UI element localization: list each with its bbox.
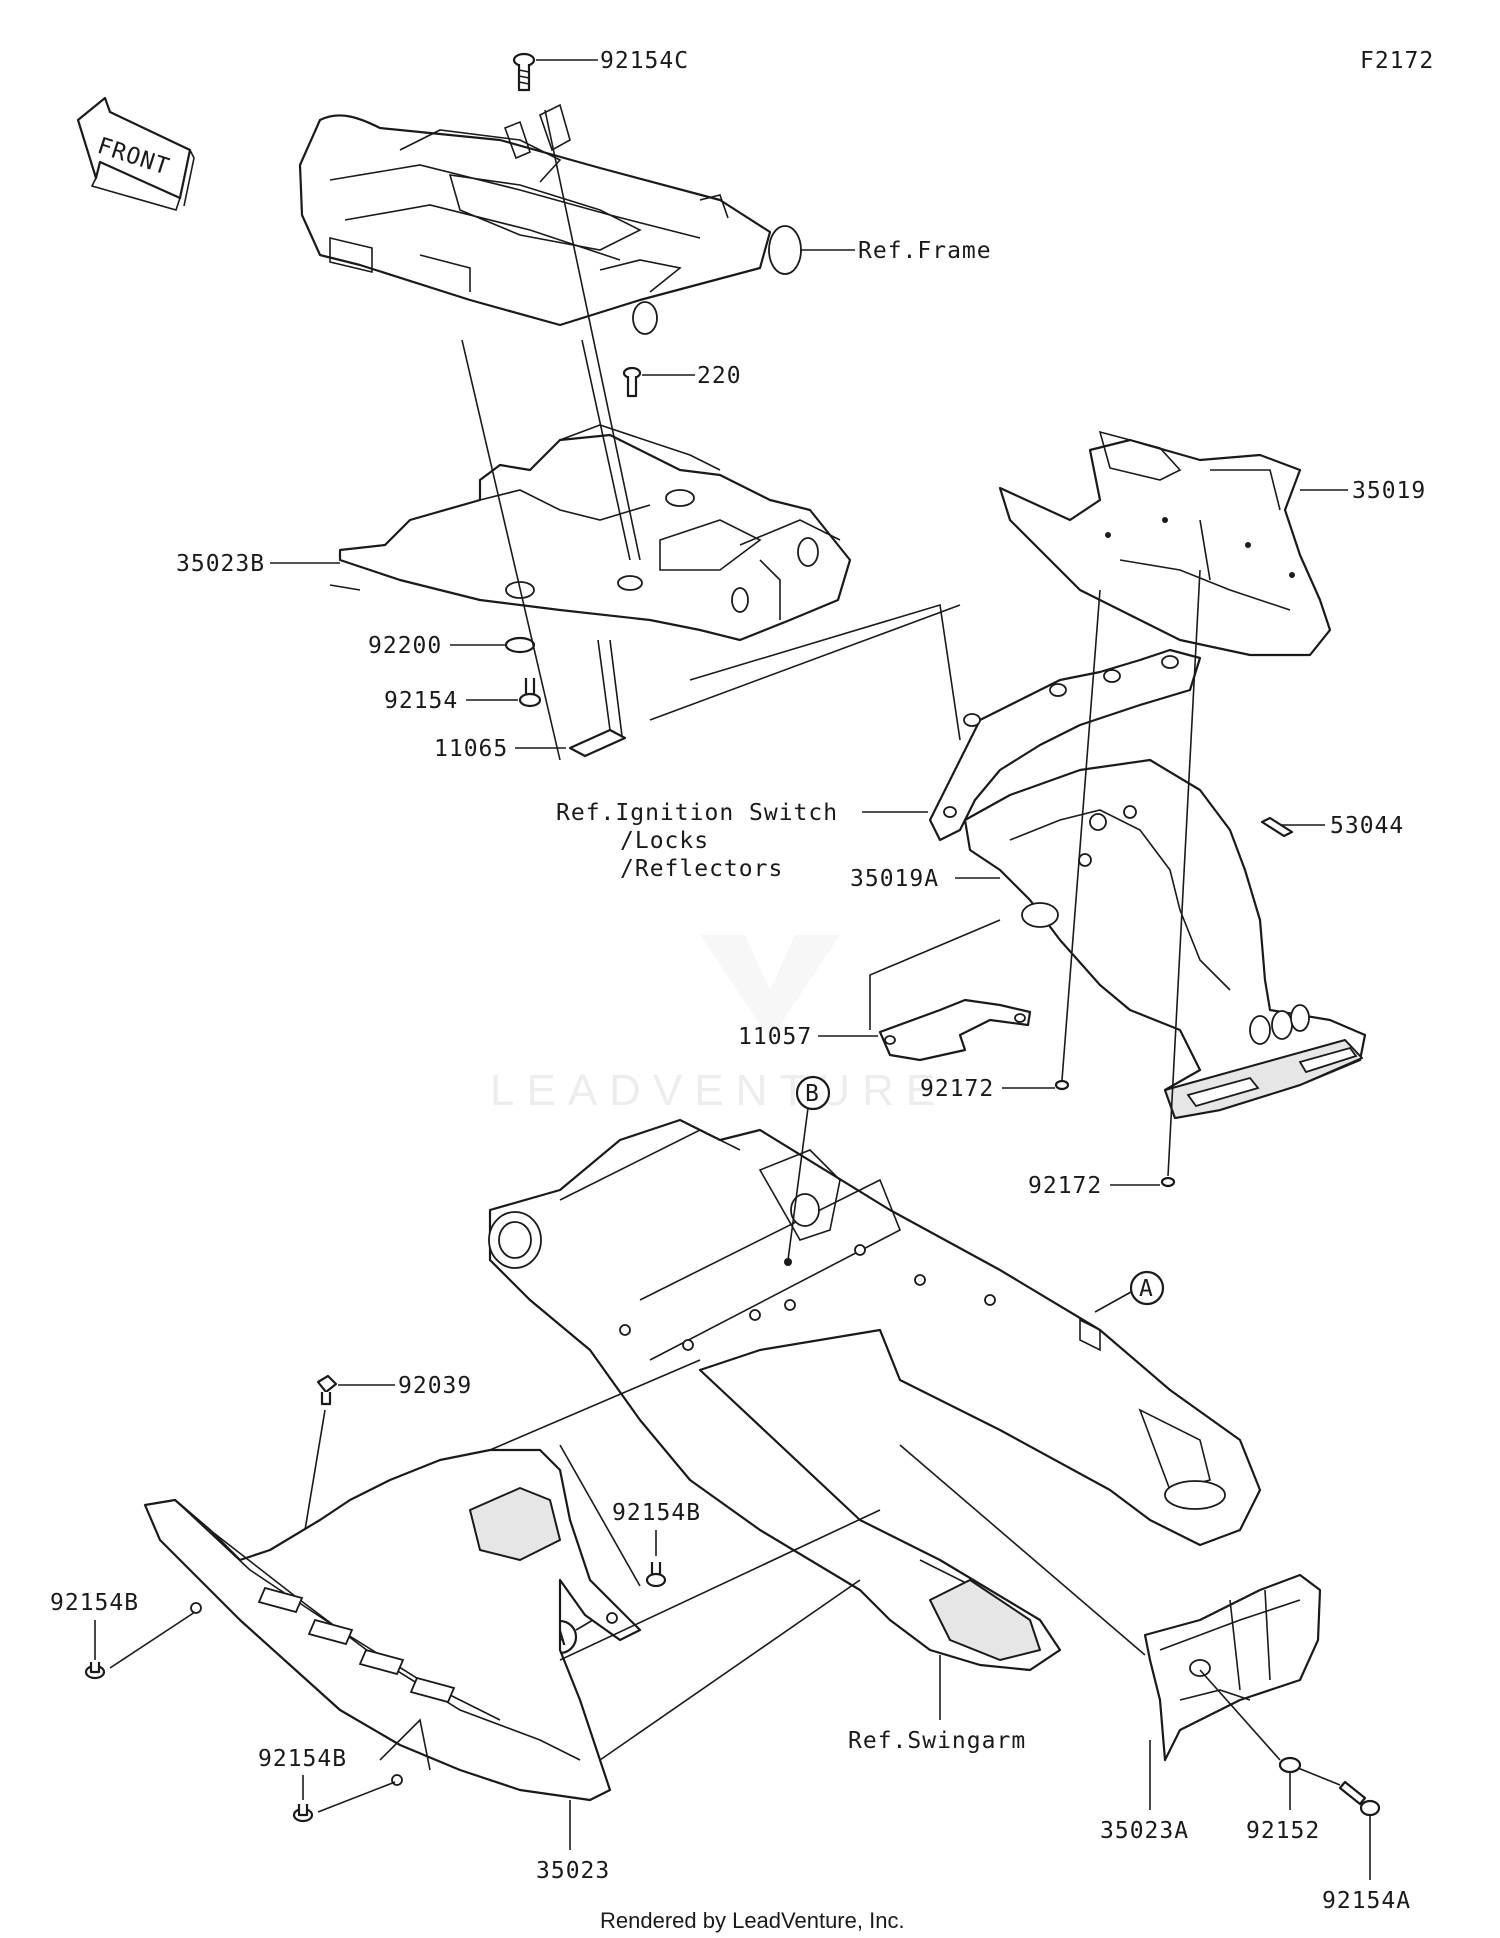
label-ref-ignition-1: Ref.Ignition Switch: [556, 800, 838, 826]
bolt-92154-icon: [518, 678, 542, 708]
bolt-92154A-icon: [1338, 1780, 1381, 1817]
callout-b1-circle: [795, 1075, 831, 1111]
label-ref-frame: Ref.Frame: [858, 238, 992, 264]
label-53044: 53044: [1330, 813, 1404, 839]
label-ref-ignition-2: /Locks: [620, 828, 709, 854]
bracket-11057-icon: [869, 919, 1032, 1062]
screw-92172-b-icon: [1160, 569, 1201, 1188]
label-11057: 11057: [738, 1024, 812, 1050]
watermark-text: LEADVENTURE: [490, 1066, 947, 1115]
label-92154: 92154: [384, 688, 458, 714]
guide-line-6: [489, 1359, 701, 1451]
strap-11065-icon: [568, 639, 627, 758]
label-92152: 92152: [1246, 1818, 1320, 1844]
label-92172-a: 92172: [920, 1076, 994, 1102]
watermark-logo: [700, 935, 840, 1040]
guide-line-4: [689, 603, 961, 741]
label-92154C: 92154C: [600, 48, 689, 74]
rear-frame: [298, 103, 802, 335]
label-35023: 35023: [536, 1858, 610, 1884]
footer-credit: Rendered by LeadVenture, Inc.: [600, 1908, 905, 1933]
label-220: 220: [697, 363, 742, 389]
bolt-92154B-mid-icon: [645, 1562, 667, 1588]
diagram-id: F2172: [1360, 48, 1434, 74]
leader-callout-b1: [787, 1107, 809, 1261]
label-92154A: 92154A: [1322, 1888, 1411, 1914]
swingarm: [488, 1118, 1262, 1672]
bolt-92154C-icon: [512, 52, 536, 92]
guide-line-5: [649, 604, 961, 721]
guide-line-3: [544, 109, 641, 561]
guide-92152: [1199, 1669, 1281, 1761]
label-ref-swingarm: Ref.Swingarm: [848, 1728, 1026, 1754]
guide-92154B-bottom: [317, 1781, 396, 1813]
front-arrow-icon: FRONT: [76, 96, 195, 211]
bolt-92154B-left-icon: [84, 1662, 106, 1680]
guide-35023A: [899, 1444, 1146, 1656]
rear-fender-35019A: [963, 758, 1367, 1120]
undertray-35023B: [329, 424, 852, 642]
bolt-220-icon: [622, 366, 642, 398]
callout-a1: A: [1139, 1276, 1154, 1302]
guide-92039: [304, 1409, 326, 1531]
label-35023B: 35023B: [176, 551, 265, 577]
guide-line-1: [461, 339, 561, 761]
chain-cover-35023A: [1143, 1573, 1322, 1762]
guide-line-7: [559, 1509, 881, 1661]
guide-line-8: [599, 1579, 861, 1761]
label-35019A: 35019A: [850, 866, 939, 892]
clip-92039-icon: [316, 1374, 338, 1406]
label-92154B-bottom: 92154B: [258, 1746, 347, 1772]
label-92154B-left: 92154B: [50, 1590, 139, 1616]
washer-92200-icon: [504, 636, 536, 654]
chain-guard-35023: [143, 1448, 642, 1802]
label-ref-ignition-3: /Reflectors: [620, 856, 783, 882]
label-92154B-mid: 92154B: [612, 1500, 701, 1526]
guide-92154A: [1297, 1767, 1341, 1786]
label-92039: 92039: [398, 1373, 472, 1399]
guide-92154B-mid: [559, 1444, 641, 1587]
washer-92152-icon: [1278, 1756, 1302, 1774]
guide-line-2: [581, 339, 631, 561]
label-11065: 11065: [434, 736, 508, 762]
callout-a1-circle: [1129, 1270, 1165, 1306]
label-35023A: 35023A: [1100, 1818, 1189, 1844]
bolt-92154B-bottom-icon: [292, 1804, 314, 1823]
rear-cowl-35019: [998, 430, 1332, 657]
screw-92172-a-icon: [1054, 589, 1101, 1091]
leader-callout-a1: [1094, 1291, 1132, 1313]
label-92172-b: 92172: [1028, 1173, 1102, 1199]
callout-b1: B: [805, 1081, 820, 1107]
guide-92154B-left: [109, 1611, 196, 1669]
clip-53044-icon: [1260, 816, 1294, 838]
label-35019: 35019: [1352, 478, 1426, 504]
label-92200: 92200: [368, 633, 442, 659]
